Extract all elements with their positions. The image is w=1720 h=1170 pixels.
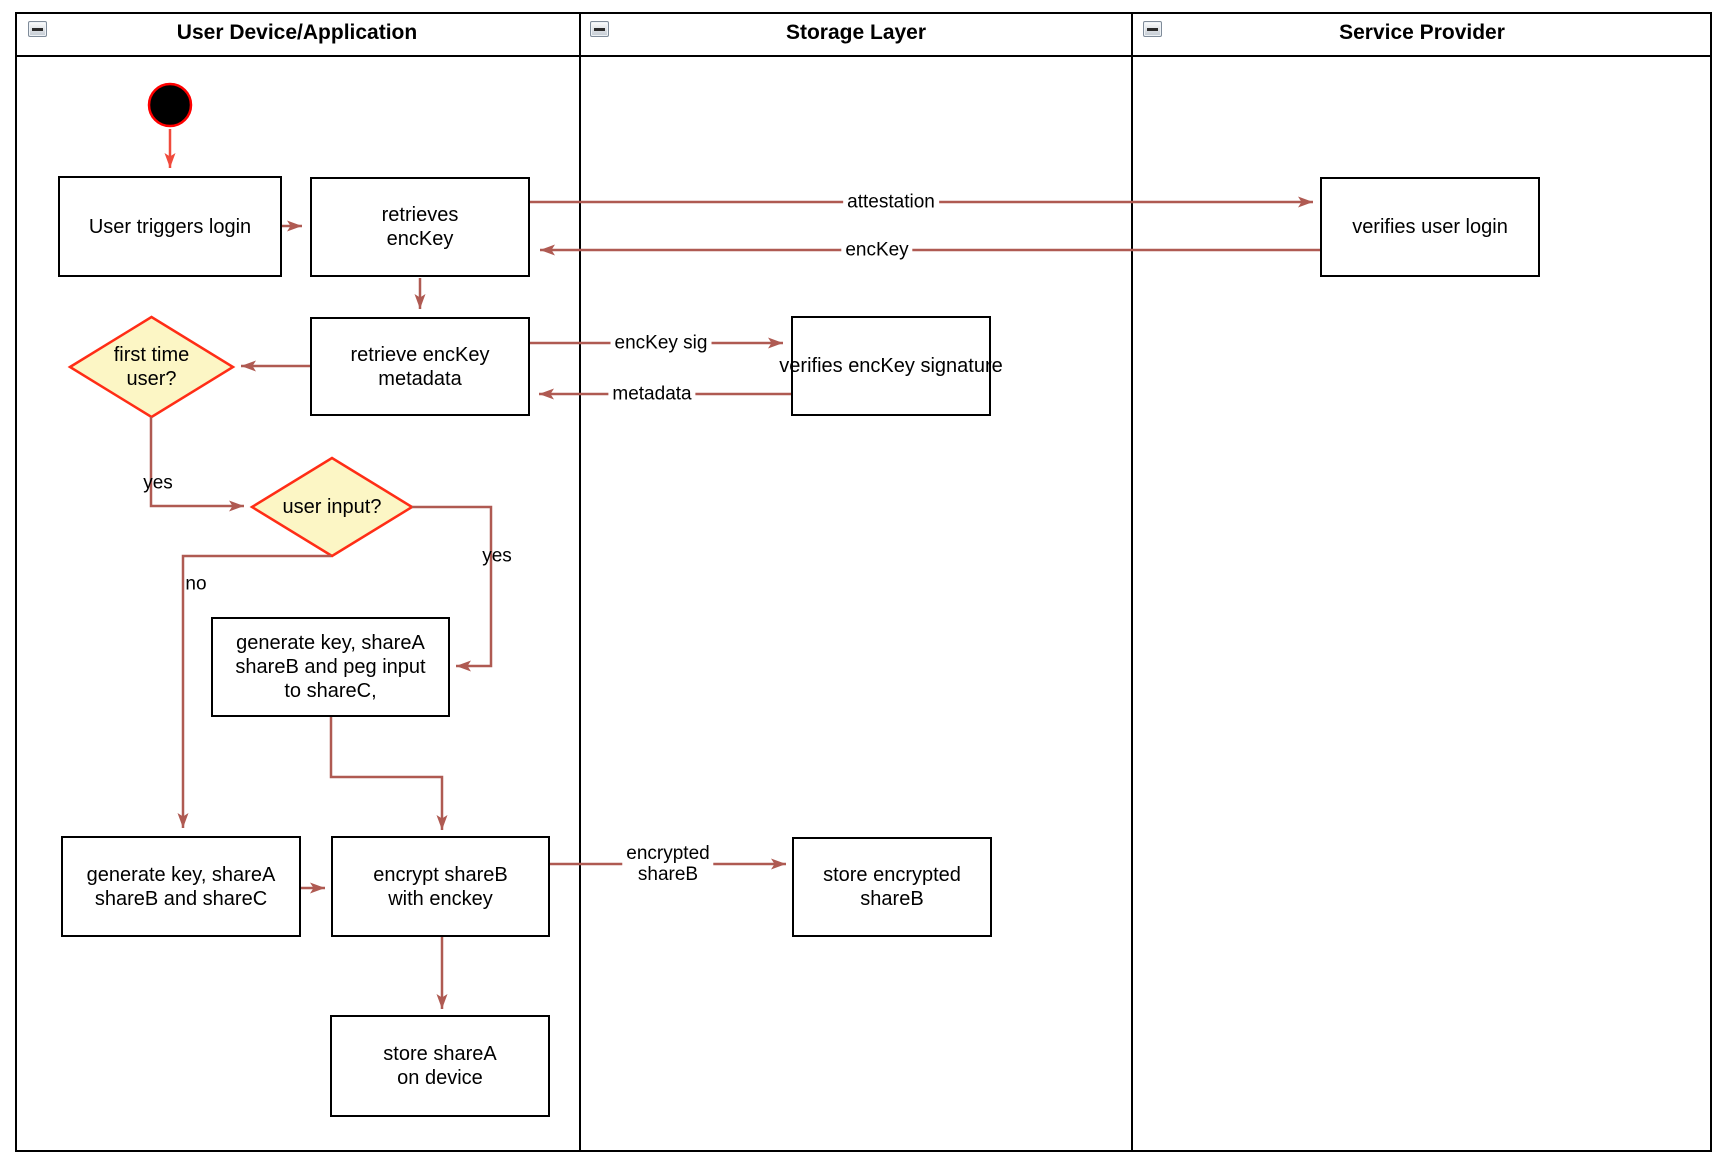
node-encrypt-shareb[interactable]: encrypt shareB with enckey: [331, 836, 550, 937]
node-generate-key-peg-input[interactable]: generate key, shareA shareB and peg inpu…: [211, 617, 450, 717]
edge-label-userinput-yes: yes: [482, 545, 512, 567]
node-verifies-user-login[interactable]: verifies user login: [1320, 177, 1540, 277]
node-store-encrypted-shareb[interactable]: store encrypted shareB: [792, 837, 992, 937]
edge-label-attestation: attestation: [843, 191, 939, 213]
edge-label-enckey-return: encKey: [841, 239, 913, 261]
edge-label-encrypted-shareb: encrypted shareB: [622, 843, 714, 885]
node-generate-key-sharec[interactable]: generate key, shareA shareB and shareC: [61, 836, 301, 937]
pool-header-row: [17, 14, 1710, 57]
node-user-triggers-login[interactable]: User triggers login: [58, 176, 282, 277]
node-retrieve-enckey-metadata[interactable]: retrieve encKey metadata: [310, 317, 530, 416]
edge-peg-to-encrypt: [329, 717, 448, 830]
collapse-button-service-provider[interactable]: [1143, 21, 1162, 37]
lane-divider-1: [579, 12, 581, 1152]
lane-title-user-device: User Device/Application: [176, 21, 418, 44]
collapse-button-user-device[interactable]: [28, 21, 47, 37]
edge-label-userinput-no: no: [185, 573, 207, 595]
edge-userinput-yes: [412, 505, 493, 672]
node-retrieves-enckey[interactable]: retrieves encKey: [310, 177, 530, 277]
start-node[interactable]: [147, 82, 193, 128]
node-verifies-enckey-signature[interactable]: verifies encKey signature: [779, 316, 1003, 416]
edge-userinput-no: [177, 554, 331, 828]
edge-label-firsttime-yes: yes: [143, 472, 173, 494]
collapse-button-storage-layer[interactable]: [590, 21, 609, 37]
minus-icon: [1147, 27, 1158, 31]
edge-label-metadata-return: metadata: [608, 383, 696, 405]
node-label-user-input: user input?: [282, 496, 382, 518]
node-first-time-user[interactable]: [67, 315, 236, 419]
node-store-sharea[interactable]: store shareA on device: [330, 1015, 550, 1117]
minus-icon: [32, 27, 43, 31]
lane-title-service-provider: Service Provider: [1339, 21, 1505, 44]
node-label-first-time-user: first time user?: [113, 344, 190, 390]
edge-firsttime-yes: [149, 417, 244, 512]
minus-icon: [594, 27, 605, 31]
lane-divider-2: [1131, 12, 1133, 1152]
lane-title-storage-layer: Storage Layer: [785, 21, 927, 44]
edge-label-enckey-sig: encKey sig: [610, 332, 712, 354]
